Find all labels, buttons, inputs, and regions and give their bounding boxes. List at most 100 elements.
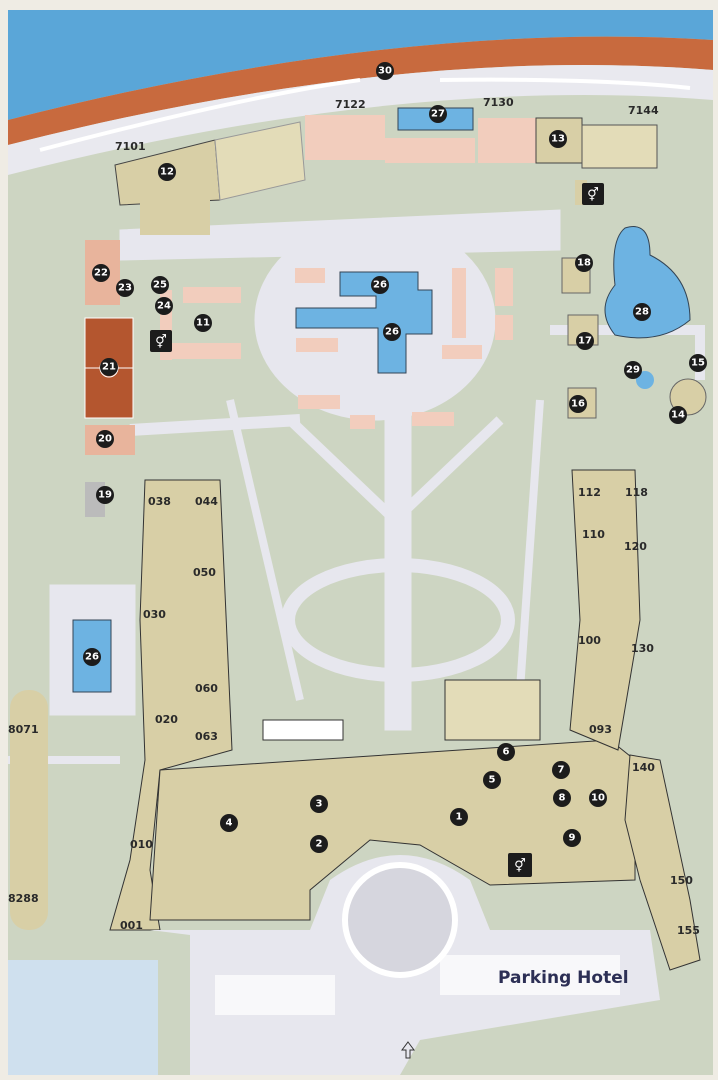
marker-6[interactable]: 6 [497, 743, 515, 761]
marker-11[interactable]: 11 [194, 314, 212, 332]
svg-text:11: 11 [196, 318, 210, 329]
room-label: 093 [589, 723, 612, 736]
svg-text:1: 1 [456, 812, 463, 823]
room-number-labels: 7101 7122 7130 7144 038 044 050 030 060 … [8, 96, 700, 937]
marker-26-top[interactable]: 26 [371, 276, 389, 294]
svg-text:16: 16 [571, 399, 585, 410]
room-label: 140 [632, 761, 655, 774]
svg-text:14: 14 [671, 410, 685, 421]
svg-text:29: 29 [626, 365, 640, 376]
svg-text:3: 3 [316, 799, 323, 810]
marker-3[interactable]: 3 [310, 795, 328, 813]
marker-14[interactable]: 14 [669, 406, 687, 424]
svg-text:5: 5 [489, 775, 496, 786]
room-label: 8071 [8, 723, 39, 736]
room-label: 060 [195, 682, 218, 695]
svg-text:7: 7 [558, 765, 565, 776]
room-label: 050 [193, 566, 216, 579]
marker-26-west[interactable]: 26 [83, 648, 101, 666]
svg-text:15: 15 [691, 358, 705, 369]
svg-text:27: 27 [431, 109, 445, 120]
marker-13[interactable]: 13 [549, 130, 567, 148]
room-label: 001 [120, 919, 143, 932]
marker-21[interactable]: 21 [100, 358, 118, 376]
svg-text:⚥: ⚥ [155, 334, 167, 350]
sports-courts [10, 240, 135, 930]
room-label: 030 [143, 608, 166, 621]
parking-hotel-label: Parking Hotel [498, 968, 629, 988]
room-label: 8288 [8, 892, 39, 905]
room-label: 155 [677, 924, 700, 937]
marker-28[interactable]: 28 [633, 303, 651, 321]
east-pool-area [561, 226, 707, 419]
svg-text:18: 18 [577, 258, 591, 269]
marker-22[interactable]: 22 [92, 264, 110, 282]
svg-text:28: 28 [635, 307, 649, 318]
marker-20[interactable]: 20 [96, 430, 114, 448]
marker-10[interactable]: 10 [589, 789, 607, 807]
svg-text:12: 12 [160, 167, 174, 178]
room-label: 7144 [628, 104, 659, 117]
svg-text:26: 26 [373, 280, 387, 291]
room-label: 010 [130, 838, 153, 851]
svg-text:19: 19 [98, 490, 112, 501]
promenade [8, 65, 713, 175]
room-label: 112 [578, 486, 601, 499]
marker-9[interactable]: 9 [563, 829, 581, 847]
marker-16[interactable]: 16 [569, 395, 587, 413]
marker-18[interactable]: 18 [575, 254, 593, 272]
marker-15[interactable]: 15 [689, 354, 707, 372]
room-label: 7130 [483, 96, 514, 109]
marker-17[interactable]: 17 [576, 332, 594, 350]
svg-text:17: 17 [578, 336, 592, 347]
svg-text:25: 25 [153, 280, 167, 291]
svg-text:23: 23 [118, 283, 132, 294]
marker-4[interactable]: 4 [220, 814, 238, 832]
marker-23[interactable]: 23 [116, 279, 134, 297]
svg-text:⚥: ⚥ [587, 187, 599, 203]
svg-text:2: 2 [316, 839, 323, 850]
sea [8, 10, 713, 120]
marker-5[interactable]: 5 [483, 771, 501, 789]
parking-area [8, 855, 660, 1075]
svg-text:10: 10 [591, 793, 605, 804]
room-label: 063 [195, 730, 218, 743]
marker-7[interactable]: 7 [552, 761, 570, 779]
marker-1[interactable]: 1 [450, 808, 468, 826]
room-label: 7101 [115, 140, 146, 153]
room-label: 110 [582, 528, 605, 541]
marker-26-center[interactable]: 26 [383, 323, 401, 341]
room-label: 118 [625, 486, 648, 499]
svg-text:21: 21 [102, 362, 116, 373]
svg-text:4: 4 [226, 818, 233, 829]
marker-12[interactable]: 12 [158, 163, 176, 181]
restroom-icon: ⚥ [508, 853, 532, 877]
svg-text:8: 8 [559, 793, 566, 804]
marker-2[interactable]: 2 [310, 835, 328, 853]
beach [8, 36, 713, 145]
marker-27[interactable]: 27 [429, 105, 447, 123]
svg-text:22: 22 [94, 268, 108, 279]
central-area [160, 268, 513, 429]
svg-text:26: 26 [385, 327, 399, 338]
restroom-icon: ⚥ [582, 183, 604, 205]
marker-30[interactable]: 30 [376, 62, 394, 80]
marker-25[interactable]: 25 [151, 276, 169, 294]
marker-24[interactable]: 24 [155, 297, 173, 315]
svg-text:20: 20 [98, 434, 112, 445]
location-markers: 1 2 3 4 5 6 7 8 9 10 11 12 13 14 15 16 1… [83, 62, 707, 853]
restroom-icon: ⚥ [150, 330, 172, 352]
room-label: 120 [624, 540, 647, 553]
room-label: 130 [631, 642, 654, 655]
marker-29[interactable]: 29 [624, 361, 642, 379]
marker-19[interactable]: 19 [96, 486, 114, 504]
svg-text:30: 30 [378, 66, 392, 77]
room-label: 044 [195, 495, 218, 508]
room-label: 100 [578, 634, 601, 647]
svg-text:26: 26 [85, 652, 99, 663]
entrance-arrow-icon [401, 1041, 415, 1059]
room-label: 038 [148, 495, 171, 508]
marker-8[interactable]: 8 [553, 789, 571, 807]
walkways [8, 209, 705, 764]
svg-text:13: 13 [551, 134, 565, 145]
